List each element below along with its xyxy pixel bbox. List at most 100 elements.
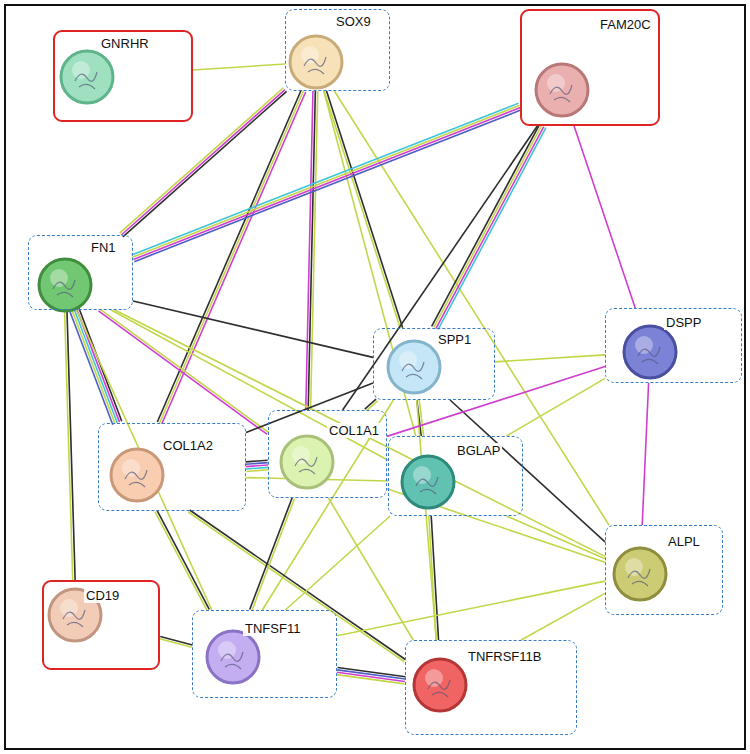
evidence-strand [337,675,405,684]
structure-sketch [125,470,147,487]
evidence-strand [162,92,306,424]
interaction-edge [574,126,635,308]
evidence-strand [326,91,402,328]
protein-label: CD19 [84,588,121,603]
evidence-strand [100,309,269,432]
protein-label: COL1A2 [161,438,215,453]
interaction-edge [429,516,439,640]
protein-box: DSPP [605,308,742,383]
interaction-edge [328,498,413,640]
circle-highlight [425,669,443,687]
evidence-strand [157,90,301,422]
interaction-edge [285,516,390,610]
protein-label: BGLAP [455,443,502,458]
protein-box: BGLAP [388,436,523,516]
evidence-strand [246,463,268,465]
circle-highlight [547,74,565,92]
structure-sketch [428,680,450,697]
interaction-edge [155,510,209,610]
protein-label: FAM20C [598,17,653,32]
protein-box: FN1 [28,235,133,310]
evidence-strand [574,126,635,308]
evidence-strand [133,301,373,357]
circle-highlight [625,558,643,576]
evidence-strand [250,498,293,610]
protein-label: SOX9 [334,14,373,29]
protein-circle [402,456,454,508]
protein-circle [111,449,163,501]
protein-node-circle [402,456,454,508]
interaction-edge [506,516,605,559]
protein-label: DSPP [664,315,703,330]
protein-box: GNRHR [53,30,193,122]
protein-box: SOX9 [285,9,390,91]
protein-box: ALPL [605,525,723,615]
evidence-strand [160,91,304,423]
protein-circle [207,631,259,683]
interaction-edge [642,383,648,525]
interaction-edge [334,91,609,525]
protein-label: FN1 [89,240,118,255]
interaction-edge [432,124,546,329]
structure-sketch [402,362,424,379]
evidence-strand [432,124,540,326]
protein-box: TNFSF11 [192,610,337,698]
evidence-strand [438,128,546,330]
interaction-edge [120,88,287,237]
protein-label: ALPL [666,534,702,549]
circle-highlight [399,351,417,369]
protein-circle [388,341,440,393]
protein-box: SPP1 [373,328,495,400]
structure-sketch [416,477,438,494]
evidence-strand [74,310,117,423]
evidence-strand [70,312,113,425]
evidence-strand [134,110,521,262]
protein-node-circle [39,259,91,311]
circle-highlight [635,336,653,354]
circle-highlight [413,466,431,484]
interaction-edge [115,310,605,556]
interaction-edge [337,668,406,684]
interaction-edge [250,498,295,611]
evidence-strand [507,378,605,436]
interaction-edge [262,400,393,610]
structure-sketch [53,280,75,297]
interaction-edge [246,460,269,471]
interaction-edge [521,593,605,640]
interaction-edge [507,378,605,436]
circle-highlight [218,641,236,659]
interaction-edge [157,90,305,424]
evidence-strand [115,310,605,556]
interaction-edge [343,126,538,410]
evidence-strand [285,516,390,610]
evidence-strand [328,498,413,640]
interaction-edge [193,64,285,70]
structure-sketch [63,610,85,627]
evidence-strand [337,581,605,636]
circle-highlight [72,61,90,79]
structure-sketch [295,457,317,474]
evidence-strand [160,639,192,648]
evidence-strand [132,103,519,255]
protein-node-circle [290,36,342,88]
structure-sketch [628,569,650,586]
evidence-strand [252,498,295,610]
circle-highlight [50,269,68,287]
protein-box: CD19 [42,580,160,670]
evidence-strand [495,355,605,362]
protein-node-circle [207,631,259,683]
protein-node-circle [61,51,113,103]
structure-sketch [221,652,243,669]
evidence-strand [246,460,268,462]
evidence-strand [429,516,436,640]
evidence-strand [262,400,393,610]
evidence-strand [343,126,538,410]
interaction-edge [337,581,605,636]
protein-label: SPP1 [436,332,473,347]
evidence-strand [157,510,209,609]
structure-sketch [304,57,326,74]
interaction-edge [76,310,211,610]
evidence-strand [120,88,284,233]
